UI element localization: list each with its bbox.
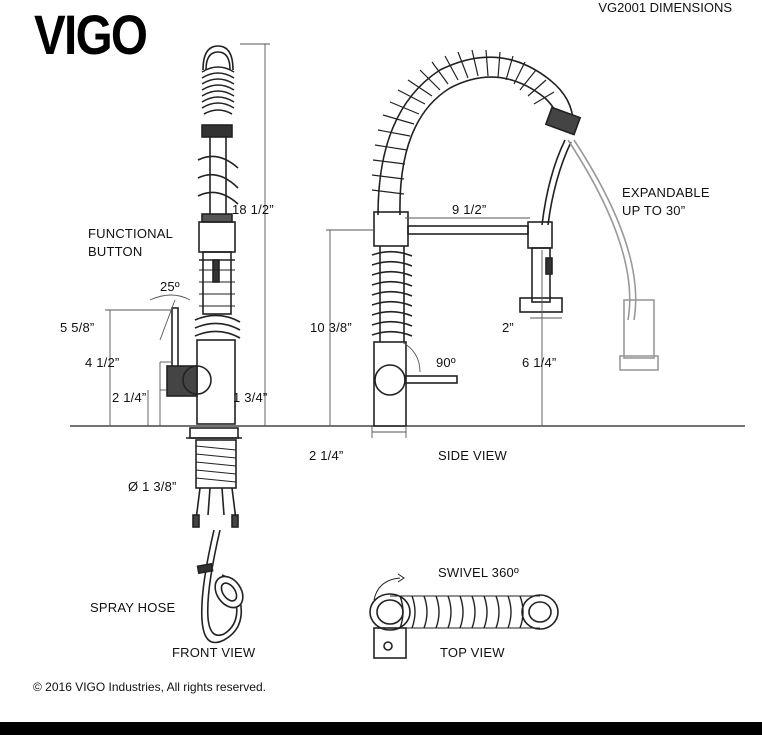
front-height-label: 18 1/2” (232, 202, 274, 217)
swivel-label: SWIVEL 360º (438, 565, 519, 580)
footer-bar (0, 722, 762, 735)
side-dimensions (326, 217, 562, 438)
handle-angle-label: 25º (160, 279, 180, 294)
front-dimensions (105, 43, 270, 426)
rotation-label: 90º (436, 355, 456, 370)
vigo-logo: VIGO (34, 3, 148, 66)
spray-hose-label: SPRAY HOSE (90, 600, 176, 615)
handle-height-label: 5 5/8” (60, 320, 95, 335)
reach-label: 9 1/2” (452, 202, 487, 217)
expandable-label-1: EXPANDABLE (622, 185, 710, 200)
side-view-caption: SIDE VIEW (438, 448, 507, 463)
expandable-label-2: UP TO 30” (622, 203, 686, 218)
top-view-drawing (369, 573, 559, 659)
top-view-caption: TOP VIEW (440, 645, 505, 660)
base-width-label: 2 1/4” (309, 448, 344, 463)
front-view-caption: FRONT VIEW (172, 645, 256, 660)
front-view-drawing (70, 45, 745, 644)
functional-button-label-2: BUTTON (88, 244, 143, 259)
sprayer-height-label: 6 1/4” (522, 355, 557, 370)
base-diameter-label: Ø 1 3/8” (128, 479, 177, 494)
copyright: © 2016 VIGO Industries, All rights reser… (33, 680, 266, 694)
spout-height-label: 4 1/2” (85, 355, 120, 370)
page-title: VG2001 DIMENSIONS (598, 0, 732, 15)
body-height-label: 2 1/4” (112, 390, 147, 405)
functional-button-label-1: FUNCTIONAL (88, 226, 174, 241)
sprayer-width-label: 2” (502, 320, 514, 335)
side-view-drawing (371, 49, 659, 427)
body-diameter-label: 1 3/4” (233, 390, 268, 405)
side-height-label: 10 3/8” (310, 320, 352, 335)
